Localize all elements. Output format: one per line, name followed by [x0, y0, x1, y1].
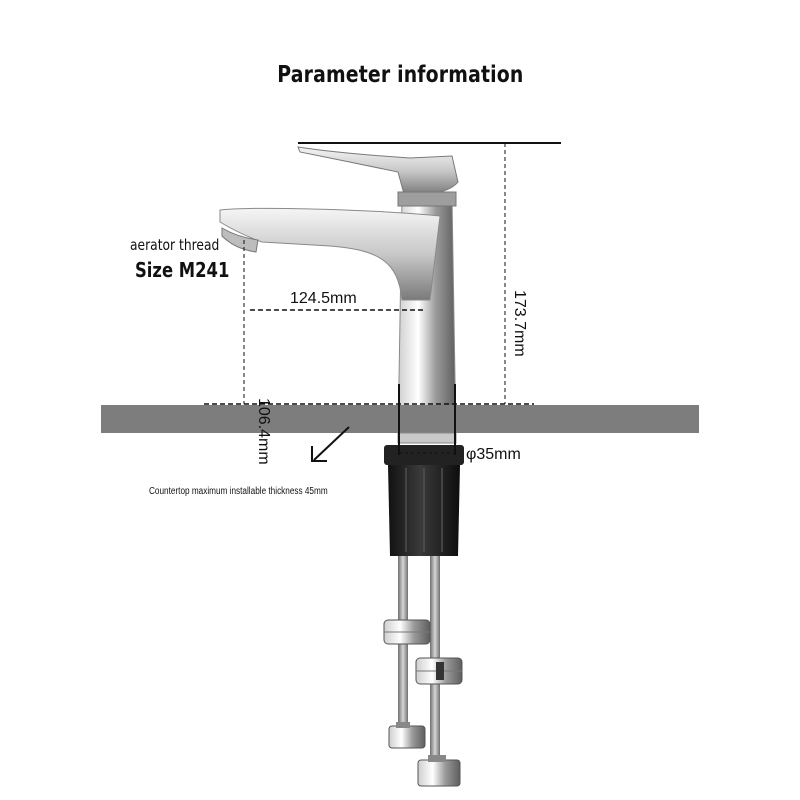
aerator-size-label: Size M241: [135, 258, 230, 282]
base-diameter-label: φ35mm: [466, 446, 521, 463]
aerator-thread-label: aerator thread: [130, 236, 220, 254]
base-ring: [397, 432, 457, 444]
spout: [219, 207, 441, 301]
aerator-tip: [221, 227, 259, 253]
diagram-title: Parameter information: [277, 62, 524, 88]
faucet-body: [219, 146, 459, 441]
dimension-lines: [204, 143, 534, 455]
hose-end-left: [388, 722, 426, 749]
lever-handle: [297, 146, 459, 195]
countertop-thickness-note: Countertop maximum installable thickness…: [149, 486, 328, 497]
total-height-label: 173.7mm: [511, 290, 528, 357]
spout-height-label: 106.4mm: [255, 398, 272, 465]
hose-end-right: [417, 755, 461, 787]
mounting-nut: [384, 445, 464, 556]
hose-nut-upper: [383, 619, 431, 645]
spout-reach-label: 124.5mm: [290, 290, 357, 307]
hose-nut-lower: [415, 657, 463, 685]
thickness-arrow-icon: [311, 426, 350, 462]
supply-hoses: [383, 555, 463, 787]
